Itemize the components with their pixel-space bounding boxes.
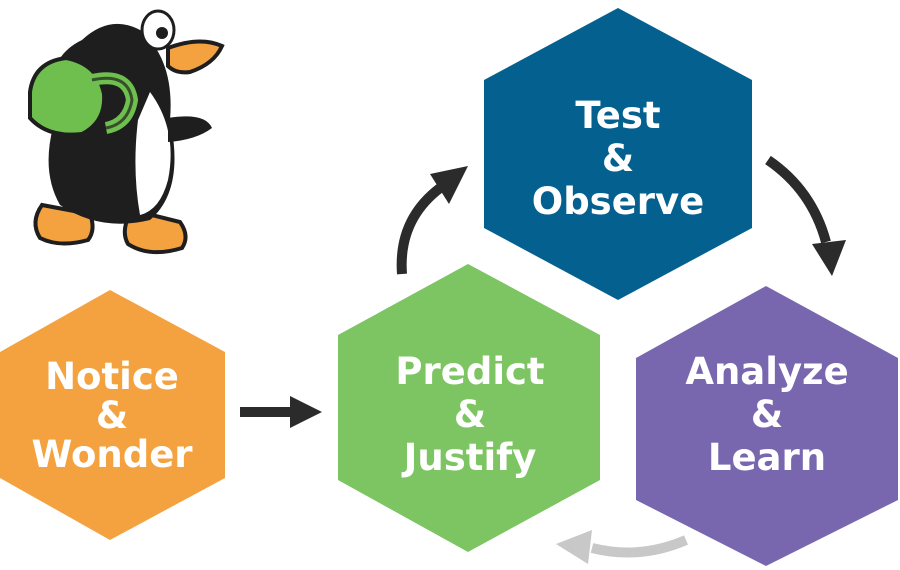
hexagon-test-shape [484, 8, 752, 300]
arrow-notice-to-predict [240, 396, 322, 428]
arrow-predict-to-test [396, 166, 468, 275]
predict-line-1: Predict [395, 350, 544, 393]
test-line-2: & [602, 137, 634, 180]
analyze-line-1: Analyze [685, 350, 848, 393]
notice-line-2: & [96, 394, 128, 437]
hexagon-notice-wonder: Notice & Wonder [0, 290, 225, 540]
hexagon-test-observe: Test & Observe [484, 8, 752, 300]
hexagon-notice-shape [0, 290, 225, 540]
analyze-line-2: & [751, 393, 783, 436]
hexagon-analyze-shape [636, 286, 898, 566]
hexagon-predict-shape [338, 264, 600, 552]
predict-line-2: & [454, 393, 486, 436]
hexagon-analyze-learn: Analyze & Learn [636, 286, 898, 566]
penguin-with-backpack-icon [28, 9, 225, 255]
test-line-1: Test [575, 94, 660, 137]
notice-line-3: Wonder [31, 433, 193, 476]
notice-line-1: Notice [45, 355, 179, 398]
hexagon-predict-justify: Predict & Justify [338, 264, 600, 552]
predict-line-3: Justify [401, 436, 537, 479]
test-line-3: Observe [532, 180, 705, 223]
arrow-test-to-analyze [765, 155, 846, 276]
arrow-analyze-to-predict-faded [556, 530, 688, 564]
analyze-line-3: Learn [708, 436, 826, 479]
